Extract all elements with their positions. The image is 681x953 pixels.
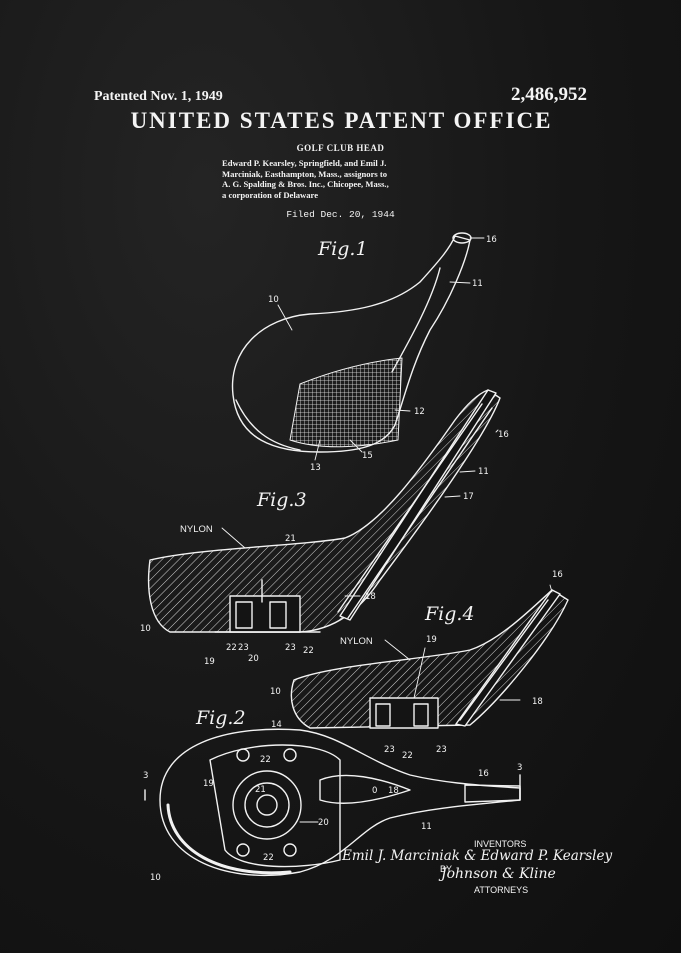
figure-2-drawing — [144, 728, 521, 876]
ref-numeral: 22 — [402, 751, 413, 761]
fig-1-label: Fig.1 — [317, 238, 368, 260]
ref-numeral: 19 — [426, 635, 437, 645]
ref-numeral: 14 — [271, 720, 282, 730]
nylon-label-fig3: NYLON — [180, 524, 213, 535]
assignment-block: Edward P. Kearsley, Springfield, and Emi… — [222, 158, 389, 200]
by-label: BY — [440, 864, 453, 874]
ref-numeral: 13 — [310, 463, 321, 473]
ref-numeral: 23 — [384, 745, 395, 755]
patent-office-title: UNITED STATES PATENT OFFICE — [130, 108, 553, 133]
ref-numeral: 21 — [255, 785, 266, 795]
ref-numeral: 16 — [478, 769, 489, 779]
assignment-line: Edward P. Kearsley, Springfield, and Emi… — [222, 158, 387, 168]
fig-4-label: Fig.4 — [424, 603, 475, 625]
filed-date: Filed Dec. 20, 1944 — [286, 209, 395, 220]
ref-numeral: 11 — [472, 279, 483, 289]
ref-numeral: 15 — [362, 451, 373, 461]
patent-number: 2,486,952 — [511, 84, 587, 105]
attorneys-label: ATTORNEYS — [474, 885, 529, 895]
ref-numeral: 0 — [372, 786, 377, 796]
assignment-line: A. G. Spalding & Bros. Inc., Chicopee, M… — [222, 179, 389, 189]
ref-numeral: 20 — [318, 818, 329, 828]
inventor-signatures: Emil J. Marciniak & Edward P. Kearsley — [342, 848, 613, 864]
ref-numeral: 18 — [532, 697, 543, 707]
ref-numeral: 10 — [140, 624, 151, 634]
ref-numeral: 18 — [365, 592, 376, 602]
ref-numeral: 19 — [204, 657, 215, 667]
ref-numeral: 3 — [143, 771, 148, 781]
ref-numeral: 22 — [226, 643, 237, 653]
ref-numeral: 21 — [285, 534, 296, 544]
ref-numeral: 18 — [388, 786, 399, 796]
ref-numeral: 16 — [486, 235, 497, 245]
ref-numeral: 23 — [436, 745, 447, 755]
ref-numeral: 10 — [268, 295, 279, 305]
assignment-line: a corporation of Delaware — [222, 189, 319, 200]
inventors-label: INVENTORS — [474, 839, 527, 849]
ref-numeral: 11 — [421, 822, 432, 832]
ref-numeral: 23 — [238, 643, 249, 653]
ref-numeral: 16 — [498, 430, 509, 440]
figure-4-drawing — [290, 589, 569, 729]
figure-1-drawing — [231, 232, 472, 453]
attorney-signature: Johnson & Kline — [441, 866, 556, 882]
fig-3-label: Fig.3 — [256, 489, 307, 511]
ref-numeral: 16 — [552, 570, 563, 580]
ref-numeral: 22 — [263, 853, 274, 863]
ref-numeral: 22 — [260, 755, 271, 765]
ref-numeral: 19 — [203, 779, 214, 789]
patent-date: Patented Nov. 1, 1949 — [94, 89, 223, 104]
ref-numeral: 17 — [463, 492, 474, 502]
ref-numeral: 11 — [478, 467, 489, 477]
ref-numeral: 23 — [285, 643, 296, 653]
ref-numeral: 10 — [270, 687, 281, 697]
fig-2-label: Fig.2 — [195, 707, 246, 729]
patent-subject: GOLF CLUB HEAD — [296, 143, 385, 153]
figure-3-drawing — [147, 389, 501, 633]
ref-numeral: 10 — [150, 873, 161, 883]
nylon-label-fig4: NYLON — [340, 636, 373, 647]
ref-numeral: 12 — [414, 407, 425, 417]
ref-numeral: 20 — [248, 654, 259, 664]
ref-numeral: 3 — [517, 763, 522, 773]
ref-numeral: 22 — [303, 646, 314, 656]
assignment-line: Marciniak, Easthampton, Mass., assignors… — [222, 168, 388, 179]
